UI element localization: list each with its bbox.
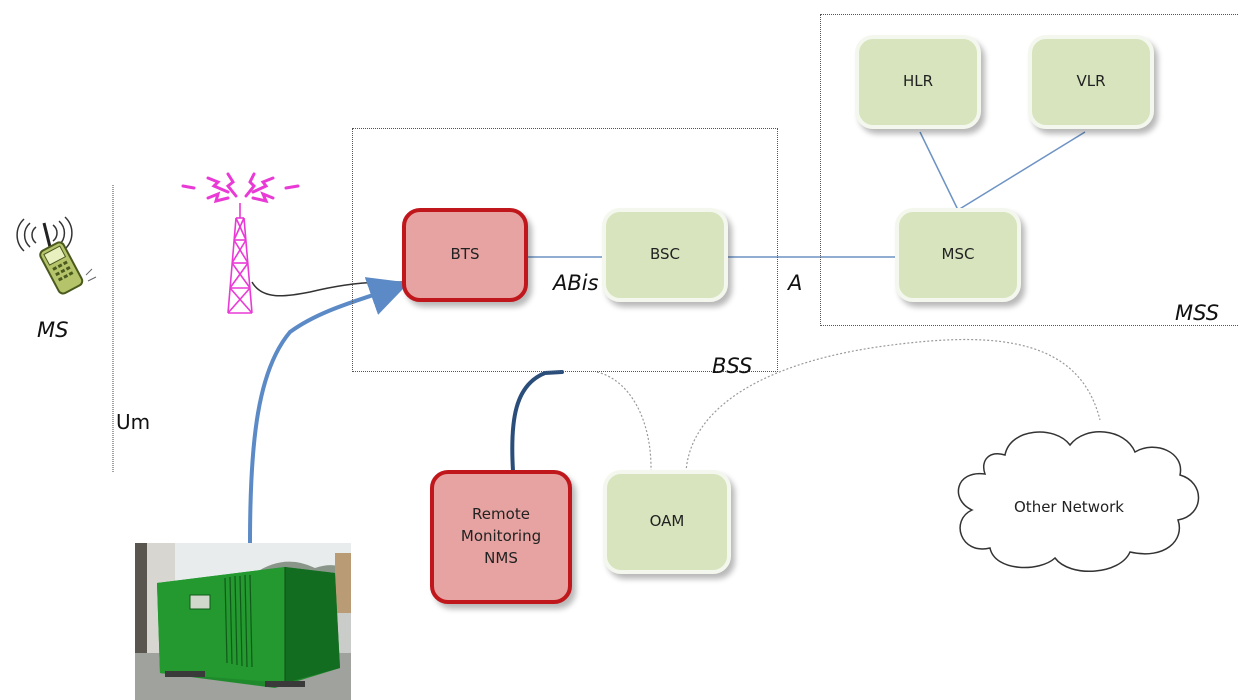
- nms-label: Remote Monitoring NMS: [460, 505, 542, 567]
- bts-label: BTS: [450, 245, 480, 264]
- ms-label: MS: [37, 318, 69, 342]
- generator-photo: [135, 543, 351, 700]
- nms-link: [510, 370, 564, 473]
- nms-node[interactable]: Remote Monitoring NMS: [430, 470, 572, 604]
- radio-tower-icon: [181, 172, 300, 314]
- hlr-label: HLR: [902, 72, 934, 91]
- oam-link-network: [685, 338, 1101, 473]
- um-interface-label: Um: [116, 410, 151, 434]
- bts-node[interactable]: BTS: [402, 208, 528, 302]
- bss-label: BSS: [712, 354, 753, 378]
- msc-node[interactable]: MSC: [895, 208, 1021, 302]
- cloud-icon: [957, 431, 1200, 573]
- a-interface-label: A: [788, 271, 803, 295]
- link-msc-vlr: [957, 131, 1086, 211]
- vlr-node[interactable]: VLR: [1028, 35, 1154, 129]
- link-msc-hlr: [919, 131, 959, 211]
- mobile-phone-icon: [16, 216, 97, 295]
- oam-node[interactable]: OAM: [603, 470, 731, 574]
- cloud-label: Other Network: [1014, 498, 1124, 516]
- power-arrow: [248, 277, 410, 544]
- oam-label: OAM: [649, 512, 685, 531]
- mss-region: [820, 14, 1238, 326]
- bsc-label: BSC: [649, 245, 681, 264]
- abis-interface-label: ABis: [553, 271, 599, 295]
- oam-link-bss: [596, 371, 652, 473]
- msc-label: MSC: [941, 245, 975, 264]
- vlr-label: VLR: [1076, 72, 1106, 91]
- hlr-node[interactable]: HLR: [855, 35, 981, 129]
- bss-region: [352, 128, 778, 372]
- mss-label: MSS: [1175, 301, 1220, 325]
- bsc-node[interactable]: BSC: [602, 208, 728, 302]
